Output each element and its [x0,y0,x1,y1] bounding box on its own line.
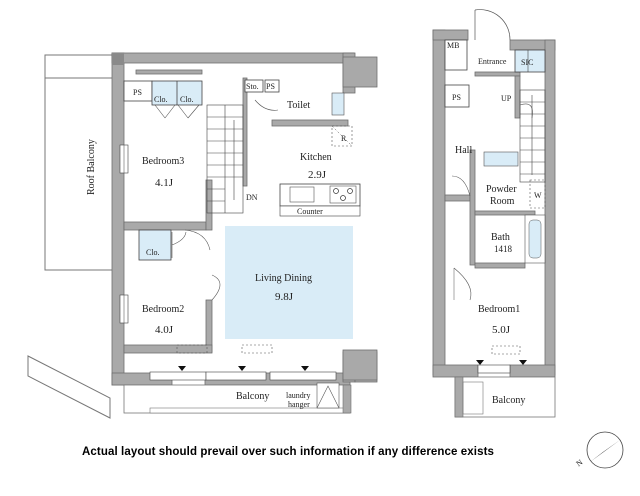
stove [329,185,357,204]
entrance-label: Entrance [478,57,507,66]
sink [289,186,315,203]
bedroom1-label: Bedroom1 [478,304,520,315]
meter-box [444,39,468,71]
powder-room-label: Room [490,196,515,207]
balcony-label: Balcony [236,391,269,402]
wash-basin [483,151,519,167]
closet-label: Clo. [180,95,194,104]
stairs-up [519,89,546,183]
roof-balcony-area [44,54,114,271]
ps-label: PS [133,88,142,97]
ps-label: PS [452,93,461,102]
living-dining-label: Living Dining [255,273,312,284]
column [342,56,378,88]
balcony-label: Balcony [492,395,525,406]
bedroom2-size: 4.0J [155,324,174,336]
ac-unit [241,344,273,354]
laundry-hanger-label: laundry [286,391,310,400]
ac-unit [491,345,521,355]
kitchen-label: Kitchen [300,152,332,163]
bedroom2-label: Bedroom2 [142,304,184,315]
ac-unit [176,344,208,354]
entrance-door [474,9,511,41]
sic-label: SIC [521,58,533,67]
washer-space [529,179,546,209]
bedroom1-size: 5.0J [492,324,511,336]
closet-label: Clo. [154,95,168,104]
compass-north-label: N [574,458,584,469]
hall-label: Hall [455,145,472,156]
storage [244,79,264,93]
column [342,349,378,381]
shoe-closet [514,49,546,73]
column [112,53,124,65]
kitchen-size: 2.9J [308,169,327,181]
balcony-rail [149,407,351,414]
balcony-column [342,384,352,414]
toilet-label: Toilet [287,100,310,111]
pipe-space [444,84,470,108]
stairs-down-label: DN [246,193,258,202]
stairs-down [206,104,244,214]
laundry-hanger-label: hanger [288,400,310,409]
closet-label: Clo. [146,248,160,257]
counter-label: Counter [297,207,323,216]
sliding-window [149,371,207,381]
living-dining-area [225,226,353,339]
pipe-space [264,79,280,93]
bedroom3-label: Bedroom3 [142,156,184,167]
unit-a: PS Clo. Clo. Sto. PS Toilet R Kitchen 2.… [27,52,378,419]
disclaimer-note: Actual layout should prevail over such i… [82,446,495,458]
living-dining-size: 9.8J [275,291,294,303]
sliding-window [205,371,267,381]
mb-label: MB [447,41,459,50]
compass-needle [590,440,620,462]
laundry-hanger [316,382,340,409]
bath-label: Bath [491,232,510,243]
storage-label: Sto. [246,82,259,91]
toilet-fixture [331,92,345,116]
compass: N [574,431,624,469]
ps-label: PS [266,82,275,91]
sliding-window [269,371,337,381]
refrigerator-space [331,125,353,147]
refrigerator-label: R [341,134,347,143]
sliding-window [477,364,511,374]
powder-room-label: Powder [486,184,517,195]
bedroom3-size: 4.1J [155,177,174,189]
balcony-railing [27,355,111,419]
unit-b: MB Entrance SIC PS UP Hall Powder Room [432,9,556,418]
washer-label: W [534,191,542,200]
stairs-up-label: UP [501,94,512,103]
roof-balcony-label: Roof Balcony [86,139,97,195]
closet [138,229,172,261]
bath-size: 1418 [494,244,513,254]
